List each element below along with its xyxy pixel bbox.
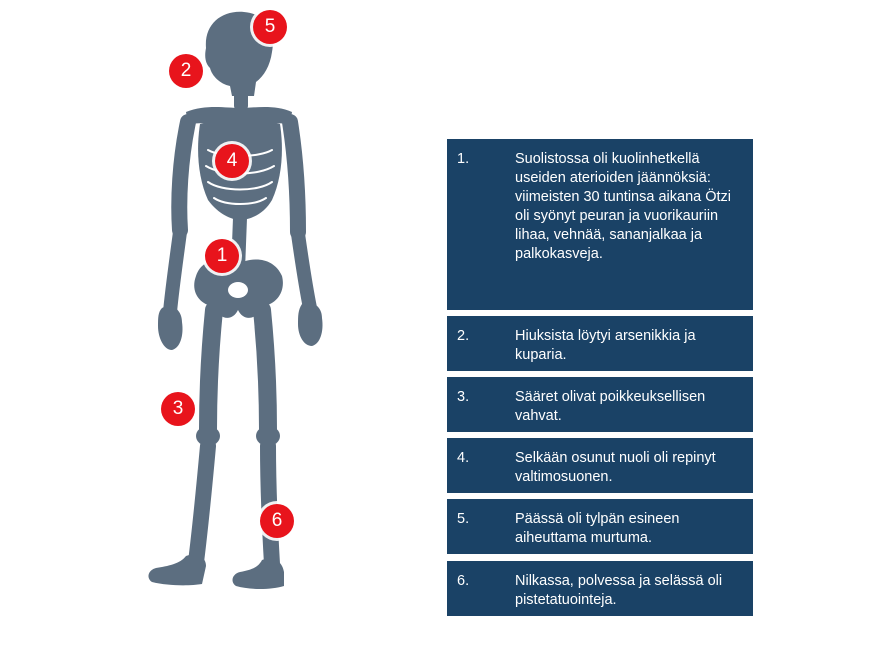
marker-5: 5 bbox=[253, 10, 287, 44]
fact-box-6: 6. Nilkassa, polvessa ja selässä oli pis… bbox=[447, 561, 753, 616]
marker-3: 3 bbox=[161, 392, 195, 426]
neck-vertebrae bbox=[234, 92, 248, 110]
right-femur bbox=[253, 301, 277, 439]
lumbar-spine bbox=[231, 211, 247, 277]
right-upper-arm bbox=[282, 114, 306, 240]
fact-text: Hiuksista löytyi arsenikkia ja kuparia. bbox=[515, 328, 696, 363]
fact-box-2: 2. Hiuksista löytyi arsenikkia ja kupari… bbox=[447, 316, 753, 371]
marker-4: 4 bbox=[215, 144, 249, 178]
fact-number: 1. bbox=[457, 151, 470, 167]
right-forearm bbox=[291, 227, 317, 315]
left-forearm bbox=[163, 225, 187, 319]
fact-box-1: 1. Suolistossa oli kuolinhetkellä useide… bbox=[447, 139, 753, 310]
left-femur bbox=[199, 301, 223, 439]
right-foot bbox=[232, 558, 284, 589]
marker-1: 1 bbox=[205, 239, 239, 273]
fact-number: 4. bbox=[457, 450, 470, 466]
left-tibia bbox=[188, 438, 216, 570]
shoulder-girdle bbox=[186, 107, 292, 124]
marker-6: 6 bbox=[260, 504, 294, 538]
fact-text: Nilkassa, polvessa ja selässä oli pistet… bbox=[515, 573, 723, 608]
right-hand bbox=[298, 302, 323, 346]
fact-number: 5. bbox=[457, 511, 470, 527]
fact-box-5: 5. Päässä oli tylpän esineen aiheuttama … bbox=[447, 499, 753, 554]
fact-number: 3. bbox=[457, 389, 470, 405]
fact-text: Selkään osunut nuoli oli repinyt valtimo… bbox=[515, 450, 716, 485]
fact-box-3: 3. Sääret olivat poikkeuksellisen vahvat… bbox=[447, 377, 753, 432]
fact-number: 2. bbox=[457, 328, 470, 344]
fact-text: Päässä oli tylpän esineen aiheuttama mur… bbox=[515, 511, 680, 546]
fact-number: 6. bbox=[457, 573, 470, 589]
marker-2: 2 bbox=[169, 54, 203, 88]
fact-text: Suolistossa oli kuolinhetkellä useiden a… bbox=[515, 151, 731, 262]
fact-box-4: 4. Selkään osunut nuoli oli repinyt valt… bbox=[447, 438, 753, 493]
left-upper-arm bbox=[171, 114, 196, 238]
skeleton-figure bbox=[148, 11, 323, 589]
left-foot bbox=[148, 554, 206, 586]
left-hand bbox=[158, 305, 183, 350]
fact-text: Sääret olivat poikkeuksellisen vahvat. bbox=[515, 389, 706, 424]
